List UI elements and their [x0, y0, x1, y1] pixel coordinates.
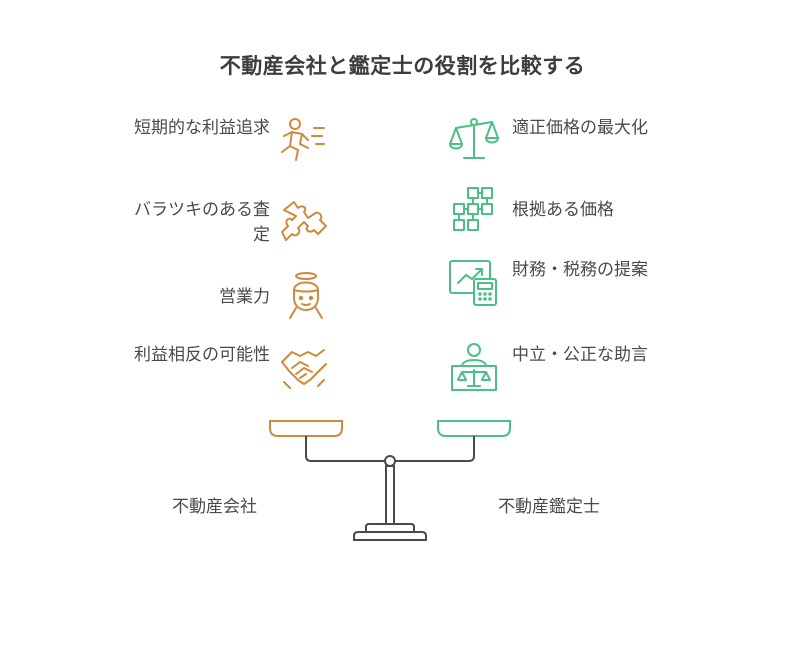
- right-label: 不動産鑑定士: [498, 497, 600, 517]
- left-item-3-text: 営業力: [219, 287, 270, 307]
- right-item-1-text: 適正価格の最大化: [512, 118, 648, 138]
- scale-base: [353, 531, 427, 541]
- page-title: 不動産会社と鑑定士の役割を比較する: [219, 54, 586, 78]
- left-item-2-text: バラツキのある査定: [134, 200, 270, 245]
- running-person-icon: [278, 114, 330, 166]
- scale-pivot: [384, 455, 396, 467]
- person-at-scale-icon: [448, 342, 500, 394]
- right-item-2-text: 根拠ある価格: [512, 200, 614, 220]
- left-item-4-text: 利益相反の可能性: [134, 345, 270, 365]
- scale-post: [385, 465, 395, 525]
- right-item-4-text: 中立・公正な助言: [512, 345, 648, 365]
- chart-calculator-icon: [448, 257, 500, 309]
- network-blocks-icon: [448, 186, 500, 238]
- balance-scale-icon: [448, 114, 500, 166]
- salesperson-icon: [280, 270, 332, 322]
- scale-base-upper: [365, 523, 415, 532]
- left-item-1-text: 短期的な利益追求: [134, 118, 270, 138]
- left-pan: [269, 420, 343, 437]
- right-pan: [437, 420, 511, 437]
- right-item-3-text: 財務・税務の提案: [512, 260, 648, 280]
- left-label: 不動産会社: [172, 497, 257, 517]
- handshake-icon: [278, 342, 330, 394]
- puzzle-piece-icon: [278, 196, 330, 248]
